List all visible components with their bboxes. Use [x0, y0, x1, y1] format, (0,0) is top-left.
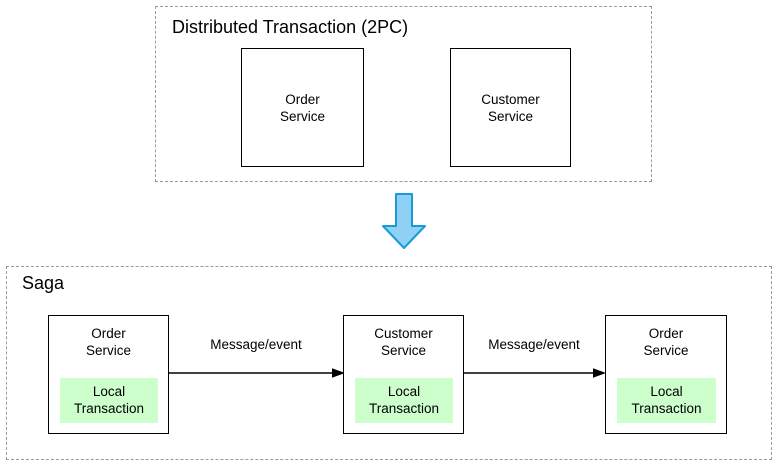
saga-order-service-box-1[interactable]: Order Service Local Transaction	[48, 315, 169, 434]
saga-local-transaction-2: Local Transaction	[355, 378, 453, 423]
saga-title: Saga	[22, 273, 65, 293]
saga-edge-label-1: Message/event	[210, 337, 302, 352]
top-customer-service-label: Customer Service	[481, 92, 540, 124]
saga-order-service-label-2: Order Service	[643, 326, 689, 358]
saga-local-transaction-3: Local Transaction	[617, 378, 716, 423]
distributed-transaction-title: Distributed Transaction (2PC)	[172, 17, 409, 37]
saga-customer-service-label: Customer Service	[374, 326, 433, 358]
saga-customer-service-box[interactable]: Customer Service Local Transaction	[343, 315, 464, 434]
down-arrow-icon	[381, 193, 427, 250]
saga-edge-label-2: Message/event	[488, 337, 580, 352]
distributed-transaction-group	[155, 6, 652, 182]
saga-local-transaction-1: Local Transaction	[60, 378, 158, 423]
saga-order-service-label-1: Order Service	[85, 326, 131, 358]
top-order-service-box[interactable]: Order Service	[241, 48, 364, 167]
saga-order-service-box-2[interactable]: Order Service Local Transaction	[605, 315, 727, 434]
top-customer-service-box[interactable]: Customer Service	[450, 48, 571, 167]
saga-group	[6, 266, 772, 460]
top-order-service-label: Order Service	[279, 92, 325, 124]
